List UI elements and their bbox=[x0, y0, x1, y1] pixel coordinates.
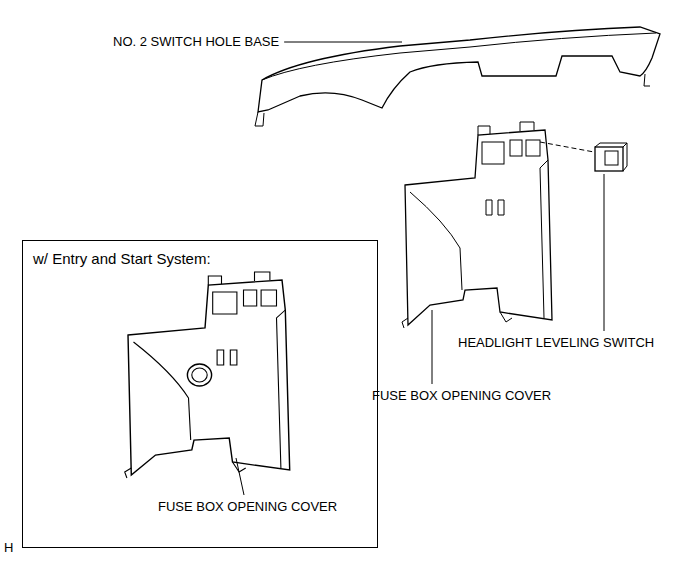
inset-heading: w/ Entry and Start System: bbox=[33, 250, 211, 268]
part-name: FUSE BOX OPENING COVER bbox=[158, 499, 337, 515]
switch-side bbox=[595, 143, 627, 171]
inset-fuse-box-opening-cover bbox=[125, 272, 290, 478]
switch-hole-base-edge bbox=[262, 33, 656, 80]
switch-hole-base-tab bbox=[255, 74, 650, 126]
part-name: HEADLIGHT LEVELING SWITCH bbox=[458, 335, 654, 351]
part-name: FUSE BOX OPENING COVER bbox=[372, 388, 551, 404]
fuse-box-opening-cover bbox=[402, 122, 552, 328]
switch-hole-base bbox=[258, 27, 660, 112]
part-name: NO. 2 SWITCH HOLE BASE bbox=[113, 34, 279, 50]
switch-knob bbox=[605, 151, 618, 165]
leader-line bbox=[284, 42, 402, 43]
leader-line bbox=[236, 458, 244, 495]
leader-line bbox=[432, 310, 433, 384]
headlight-leveling-switch bbox=[595, 147, 623, 171]
leader-lines bbox=[236, 42, 604, 495]
inset-box: w/ Entry and Start System: FUSE BOX OPENI… bbox=[22, 240, 378, 548]
leader-line bbox=[604, 174, 605, 331]
figure-code: H bbox=[4, 540, 13, 556]
install-dashed-line bbox=[540, 142, 594, 152]
